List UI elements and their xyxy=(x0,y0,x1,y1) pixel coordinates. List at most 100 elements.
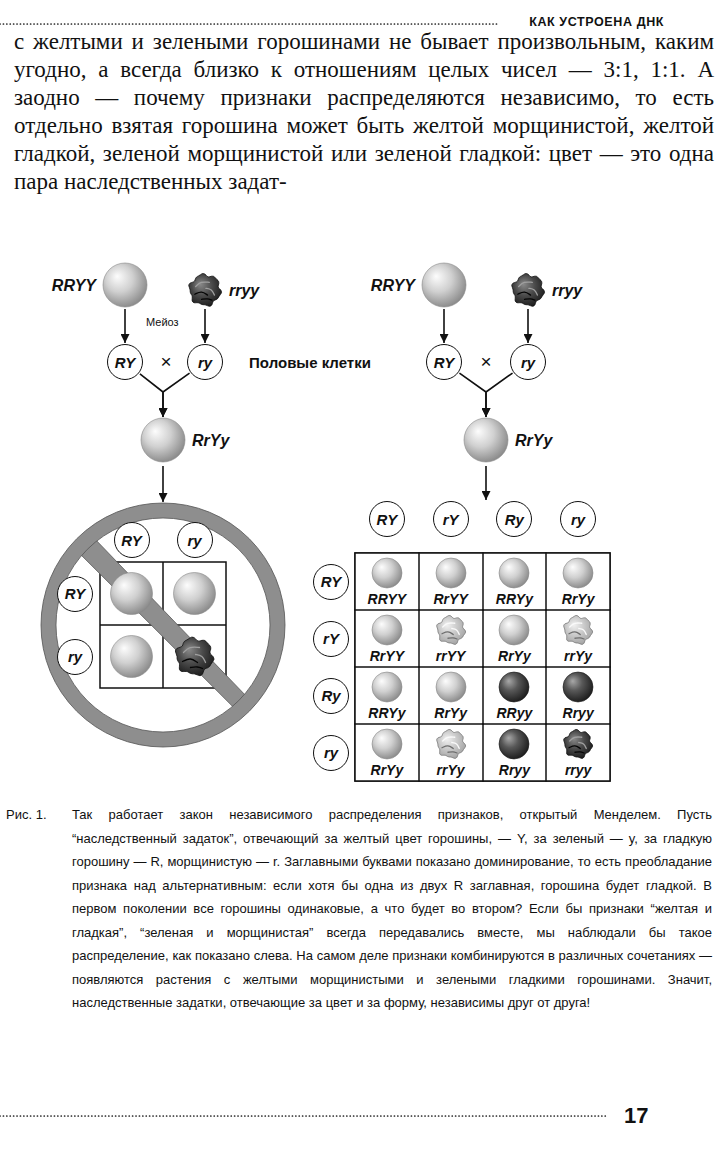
gamete-label: RY xyxy=(65,585,86,602)
gamete-label: RY xyxy=(321,573,342,590)
pea-shape xyxy=(464,418,508,462)
punnett-cell: RRYY xyxy=(355,553,419,610)
genotype-label: RrYy xyxy=(562,591,595,607)
pea-node: RrYy xyxy=(141,418,185,462)
pea-illustration xyxy=(103,263,147,307)
gamete-circle: ry xyxy=(560,501,596,537)
genotype-label: RrYY xyxy=(434,591,468,607)
arrow-connector xyxy=(140,374,163,417)
dotted-rule xyxy=(0,1115,606,1117)
pea-illustration xyxy=(111,636,153,678)
genotype-label: RRYY xyxy=(368,591,407,607)
pea-illustration xyxy=(564,729,593,758)
gamete-circle: Ry xyxy=(313,678,349,714)
punnett-cell: RrYy xyxy=(355,724,419,781)
punnett-cell: rrYy xyxy=(546,610,610,667)
gamete-label: RY xyxy=(115,354,136,371)
gamete-circle: ry xyxy=(510,344,546,380)
genotype-label: rryy xyxy=(565,762,591,778)
label-wrap: Мейоз xyxy=(146,315,179,329)
label-wrap: 17 xyxy=(620,1102,652,1130)
genotype-label-wrap: RRYY xyxy=(52,276,96,295)
pea-illustration xyxy=(175,637,214,676)
gamete-label: ry xyxy=(198,354,212,371)
punnett-cell: RRyy xyxy=(483,667,547,724)
arrow-connector xyxy=(124,309,126,343)
punnett-cell: RRYy xyxy=(355,667,419,724)
pea-illustration xyxy=(499,558,529,588)
arrow-connector xyxy=(527,309,529,343)
body-text: с желтыми и зелеными горошинами не бывае… xyxy=(14,28,714,196)
genotype-label-wrap: RrYy xyxy=(515,431,552,450)
genotype-label-wrap: rryy xyxy=(229,281,259,300)
arrow-connector xyxy=(204,309,206,343)
genotype-label-wrap: rryy xyxy=(552,281,582,300)
label-wrap: × xyxy=(160,350,171,374)
pea-illustration xyxy=(372,615,402,645)
genotype-label: RRYY xyxy=(371,276,415,295)
pea-illustration xyxy=(436,615,465,644)
running-header: КАК УСТРОЕНА ДНК xyxy=(525,14,668,30)
pea-illustration xyxy=(436,672,466,702)
label-wrap: Рис. 1. xyxy=(6,803,47,827)
gamete-circle: RY xyxy=(114,522,150,558)
table-border xyxy=(355,553,610,781)
page-number: 17 xyxy=(620,1102,652,1130)
pea-illustration xyxy=(563,672,593,702)
genotype-label: RrYY xyxy=(370,648,404,664)
pea-node: rryy xyxy=(511,273,545,307)
genotype-label: RRYy xyxy=(496,591,533,607)
prohibition-sign xyxy=(41,503,285,747)
label-wrap: × xyxy=(480,350,491,374)
pea-shape xyxy=(561,727,595,761)
genotype-label: rrYy xyxy=(564,648,592,664)
arrow-connector xyxy=(163,373,190,417)
gamete-label: ry xyxy=(571,511,585,528)
figure-number: Рис. 1. xyxy=(6,803,47,827)
punnett-cell: rrYy xyxy=(419,724,483,781)
pea-shape xyxy=(434,613,468,647)
pea-illustration xyxy=(111,573,153,615)
gamete-circle: RY xyxy=(57,576,93,612)
label-wrap: КАК УСТРОЕНА ДНК xyxy=(525,14,668,30)
pea-shape xyxy=(497,556,531,590)
gamete-label: rY xyxy=(323,630,339,647)
punnett-cell: RrYY xyxy=(355,610,419,667)
punnett-cell: RrYy xyxy=(419,667,483,724)
gamete-label: rY xyxy=(443,511,459,528)
punnett-cell: Rryy xyxy=(483,724,547,781)
punnett-cell: rrYY xyxy=(419,610,483,667)
pea-shape xyxy=(434,670,468,704)
dotted-rule xyxy=(0,23,498,25)
pea-shape xyxy=(422,263,466,307)
gamete-circle: ry xyxy=(313,735,349,771)
punnett-cell: rryy xyxy=(546,724,610,781)
gamete-label: Ry xyxy=(321,687,340,704)
pea-shape xyxy=(103,263,147,307)
gamete-label: ry xyxy=(521,354,535,371)
pea-shape xyxy=(561,670,595,704)
figure-caption: Так работает закон независимого распреде… xyxy=(72,803,712,1015)
pea-illustration xyxy=(563,558,593,588)
gamete-label: RY xyxy=(434,354,455,371)
genotype-label: RrYy xyxy=(498,648,531,664)
genotype-label: RrYy xyxy=(515,431,552,450)
pea-shape xyxy=(497,613,531,647)
pea-illustration xyxy=(499,672,529,702)
label-wrap: с желтыми и зелеными горошинами не бывае… xyxy=(14,28,714,196)
row-label: Половые клетки xyxy=(249,353,371,372)
genotype-label: rrYy xyxy=(437,762,465,778)
genotype-label: RRYy xyxy=(368,705,405,721)
pea-illustration xyxy=(372,672,402,702)
pea-illustration xyxy=(464,418,508,462)
genotype-label: RrYy xyxy=(434,705,467,721)
pea-shape xyxy=(370,727,404,761)
gamete-circle: ry xyxy=(57,639,93,675)
gamete-circle: RY xyxy=(426,344,462,380)
pea-illustration xyxy=(499,615,529,645)
genotype-label-wrap: RrYy xyxy=(192,431,229,450)
pea-shape xyxy=(370,613,404,647)
pea-illustration xyxy=(422,263,466,307)
punnett-cell: Rryy xyxy=(546,667,610,724)
pea-illustration xyxy=(189,274,222,307)
